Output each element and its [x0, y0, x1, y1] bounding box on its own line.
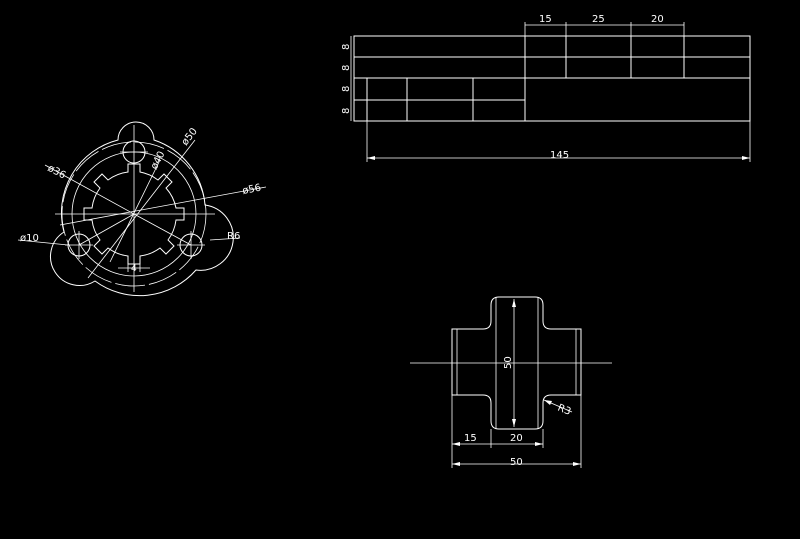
dim-left-8b: 8 [341, 65, 352, 71]
dim-d56: ø56 [241, 183, 262, 197]
dim-side-15: 15 [464, 433, 477, 444]
dim-side-r3: R3 [556, 403, 572, 418]
dim-d36: ø36 [46, 163, 68, 182]
dim-side-50: 50 [510, 457, 523, 468]
dim-left-8a: 8 [341, 44, 352, 50]
dim-side-20: 20 [510, 433, 523, 444]
front-view: ø36 ø50 ø40 ø56 ø10 R6 4 [17, 121, 267, 297]
dim-side-50h: 50 [503, 356, 514, 369]
dim-d10: ø10 [20, 233, 39, 244]
dim-left-8d: 8 [341, 108, 352, 114]
dim-top-25: 25 [592, 14, 605, 25]
top-view: 15 25 20 8 8 8 8 145 [341, 14, 751, 162]
spline-bore [83, 163, 185, 265]
dim-r6: R6 [227, 231, 240, 242]
dim-top-15: 15 [539, 14, 552, 25]
dim-w4: 4 [131, 264, 137, 274]
dim-left-8c: 8 [341, 86, 352, 92]
dim-top-20: 20 [651, 14, 664, 25]
side-view: 50 R3 15 20 50 [410, 296, 612, 468]
dim-d50: ø50 [180, 126, 200, 148]
dim-top-145: 145 [550, 150, 569, 161]
